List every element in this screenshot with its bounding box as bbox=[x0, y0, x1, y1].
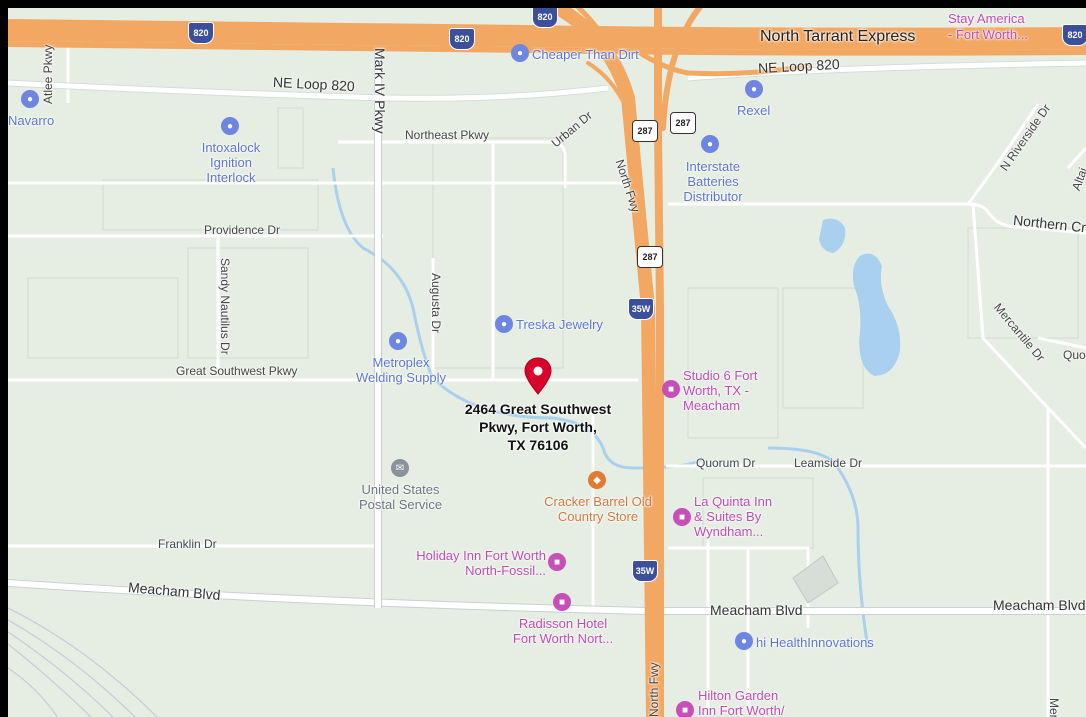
parking-hatch bbox=[792, 555, 839, 604]
i35w-shield: 35W bbox=[632, 560, 658, 582]
mark-iv-pkwy-label: Mark IV Pkwy bbox=[372, 48, 388, 134]
poi-interstate-batteries[interactable]: Interstate Batteries Distributor bbox=[673, 159, 753, 205]
poi-studio6-line3: Meacham bbox=[683, 397, 741, 413]
us287-shield: 287 bbox=[670, 112, 696, 134]
poi-studio6-line1: Studio 6 Fort bbox=[683, 368, 758, 383]
hotel-icon[interactable]: ■ bbox=[553, 593, 571, 611]
shop-icon[interactable]: ● bbox=[221, 117, 239, 135]
mail-icon[interactable]: ✉ bbox=[391, 459, 409, 477]
arterials bbox=[8, 48, 1086, 615]
meacham-blvd-label: Meacham Blvd bbox=[710, 602, 803, 618]
creek bbox=[331, 167, 870, 649]
location-pin-icon[interactable] bbox=[522, 356, 554, 396]
quorum-dr-label: Quorum Dr bbox=[696, 456, 756, 470]
poi-hi-health[interactable]: hi HealthInnovations bbox=[756, 635, 874, 650]
atlee-pkwy-label: Atlee Pkwy bbox=[41, 44, 55, 104]
jewelry-icon[interactable]: ● bbox=[495, 315, 513, 333]
poi-usps-line2: Postal Service bbox=[358, 496, 443, 512]
poi-navarro[interactable]: Navarro bbox=[8, 113, 55, 128]
shop-icon[interactable]: ● bbox=[701, 135, 719, 153]
i35w-shield: 35W bbox=[628, 298, 654, 320]
poi-interstate-line3: Distributor bbox=[683, 188, 743, 204]
i820-shield: 820 bbox=[449, 28, 475, 50]
shop-icon[interactable]: ● bbox=[389, 332, 407, 350]
meacham-blvd-label: Meacham Blvd bbox=[993, 597, 1086, 613]
northeast-pkwy-label: Northeast Pkwy bbox=[405, 128, 490, 142]
poi-stay-america-line1[interactable]: Stay America bbox=[948, 11, 1025, 26]
poi-interstate-line2: Batteries bbox=[687, 173, 739, 189]
poi-holiday-line2: North-Fossil... bbox=[465, 562, 546, 578]
poi-metroplex-line2: Welding Supply bbox=[355, 369, 447, 385]
poi-cracker-barrel[interactable]: Cracker Barrel Old Country Store bbox=[538, 494, 658, 525]
franklin-dr-label: Franklin Dr bbox=[158, 537, 217, 551]
poi-interstate-line1: Interstate bbox=[685, 159, 741, 174]
poi-stay-america-line2[interactable]: - Fort Worth... bbox=[948, 27, 1028, 42]
poi-treska-jewelry[interactable]: Treska Jewelry bbox=[516, 317, 603, 332]
water-bodies bbox=[819, 218, 901, 376]
poi-radisson-line2: Fort Worth Nort... bbox=[512, 630, 614, 646]
north-tarrant-express-label: North Tarrant Express bbox=[760, 28, 916, 45]
leamside-dr-label: Leamside Dr bbox=[794, 456, 863, 470]
poi-radisson-line1: Radisson Hotel bbox=[518, 616, 608, 631]
poi-intoxalock-line2: Ignition bbox=[210, 154, 252, 170]
shop-icon[interactable]: ● bbox=[21, 90, 39, 108]
poi-hilton-garden[interactable]: Hilton Garden Inn Fort Worth/ bbox=[698, 688, 785, 717]
us287-shield: 287 bbox=[632, 120, 658, 142]
health-icon[interactable]: ● bbox=[735, 632, 753, 650]
address-label: 2464 Great Southwest Pkwy, Fort Worth, T… bbox=[448, 400, 628, 455]
poi-laquinta-line3: Wyndham... bbox=[694, 523, 764, 539]
poi-laquinta-line1: La Quinta Inn bbox=[694, 494, 773, 509]
map-canvas[interactable]: 820 820 820 820 287 287 287 35W 35W Nort… bbox=[8, 8, 1086, 717]
restaurant-icon[interactable]: ◆ bbox=[588, 471, 606, 489]
poi-radisson[interactable]: Radisson Hotel Fort Worth Nort... bbox=[503, 616, 623, 647]
hotel-icon[interactable]: ■ bbox=[662, 380, 680, 398]
poi-intoxalock-line1: Intoxalock bbox=[201, 140, 261, 155]
poi-la-quinta[interactable]: La Quinta Inn & Suites By Wyndham... bbox=[694, 494, 773, 540]
sandy-nautilus-dr-label: Sandy Nautilus Dr bbox=[218, 258, 232, 355]
north-fwy-label: North Fwy bbox=[647, 662, 661, 717]
hotel-icon[interactable]: ■ bbox=[676, 701, 694, 717]
poi-studio-6[interactable]: Studio 6 Fort Worth, TX - Meacham bbox=[683, 368, 758, 414]
poi-studio6-line2: Worth, TX - bbox=[683, 382, 749, 398]
providence-dr-label: Providence Dr bbox=[204, 223, 281, 237]
hotel-icon[interactable]: ■ bbox=[673, 508, 691, 526]
poi-metroplex-welding[interactable]: Metroplex Welding Supply bbox=[346, 355, 456, 386]
poi-usps-line1: United States bbox=[361, 482, 440, 497]
i820-shield: 820 bbox=[188, 22, 214, 44]
great-southwest-pkwy-label: Great Southwest Pkwy bbox=[176, 364, 298, 378]
address-line2: Pkwy, Fort Worth, bbox=[479, 419, 597, 436]
poi-laquinta-line2: & Suites By bbox=[694, 508, 762, 524]
poi-hilton-line1: Hilton Garden bbox=[698, 688, 779, 703]
poi-intoxalock[interactable]: Intoxalock Ignition Interlock bbox=[196, 140, 266, 186]
poi-usps[interactable]: United States Postal Service bbox=[348, 482, 453, 513]
quo-label: Quo bbox=[1063, 348, 1086, 362]
poi-cracker-line1: Cracker Barrel Old bbox=[544, 494, 652, 509]
railway bbox=[8, 607, 158, 717]
poi-holiday-line1: Holiday Inn Fort Worth bbox=[416, 548, 546, 563]
address-line3: TX 76106 bbox=[507, 437, 569, 454]
augusta-dr-label: Augusta Dr bbox=[429, 273, 443, 334]
i820-shield: 820 bbox=[532, 8, 558, 28]
poi-holiday-inn[interactable]: Holiday Inn Fort Worth North-Fossil... bbox=[406, 548, 546, 579]
i820-shield: 820 bbox=[1062, 24, 1086, 46]
poi-cheaper-than-dirt[interactable]: Cheaper Than Dirt bbox=[532, 47, 639, 62]
poi-intoxalock-line3: Interlock bbox=[206, 169, 256, 185]
address-line1: 2464 Great Southwest bbox=[464, 401, 612, 417]
shop-icon[interactable]: ● bbox=[745, 80, 763, 98]
poi-rexel[interactable]: Rexel bbox=[737, 103, 771, 118]
shop-icon[interactable]: ● bbox=[511, 44, 529, 62]
mer-label: Mer bbox=[1047, 698, 1061, 717]
us287-shield: 287 bbox=[637, 246, 663, 268]
poi-cracker-line2: Country Store bbox=[557, 508, 639, 524]
poi-hilton-line2: Inn Fort Worth/ bbox=[698, 702, 785, 717]
hotel-icon[interactable]: ■ bbox=[548, 553, 566, 571]
poi-metroplex-line1: Metroplex bbox=[372, 355, 430, 370]
